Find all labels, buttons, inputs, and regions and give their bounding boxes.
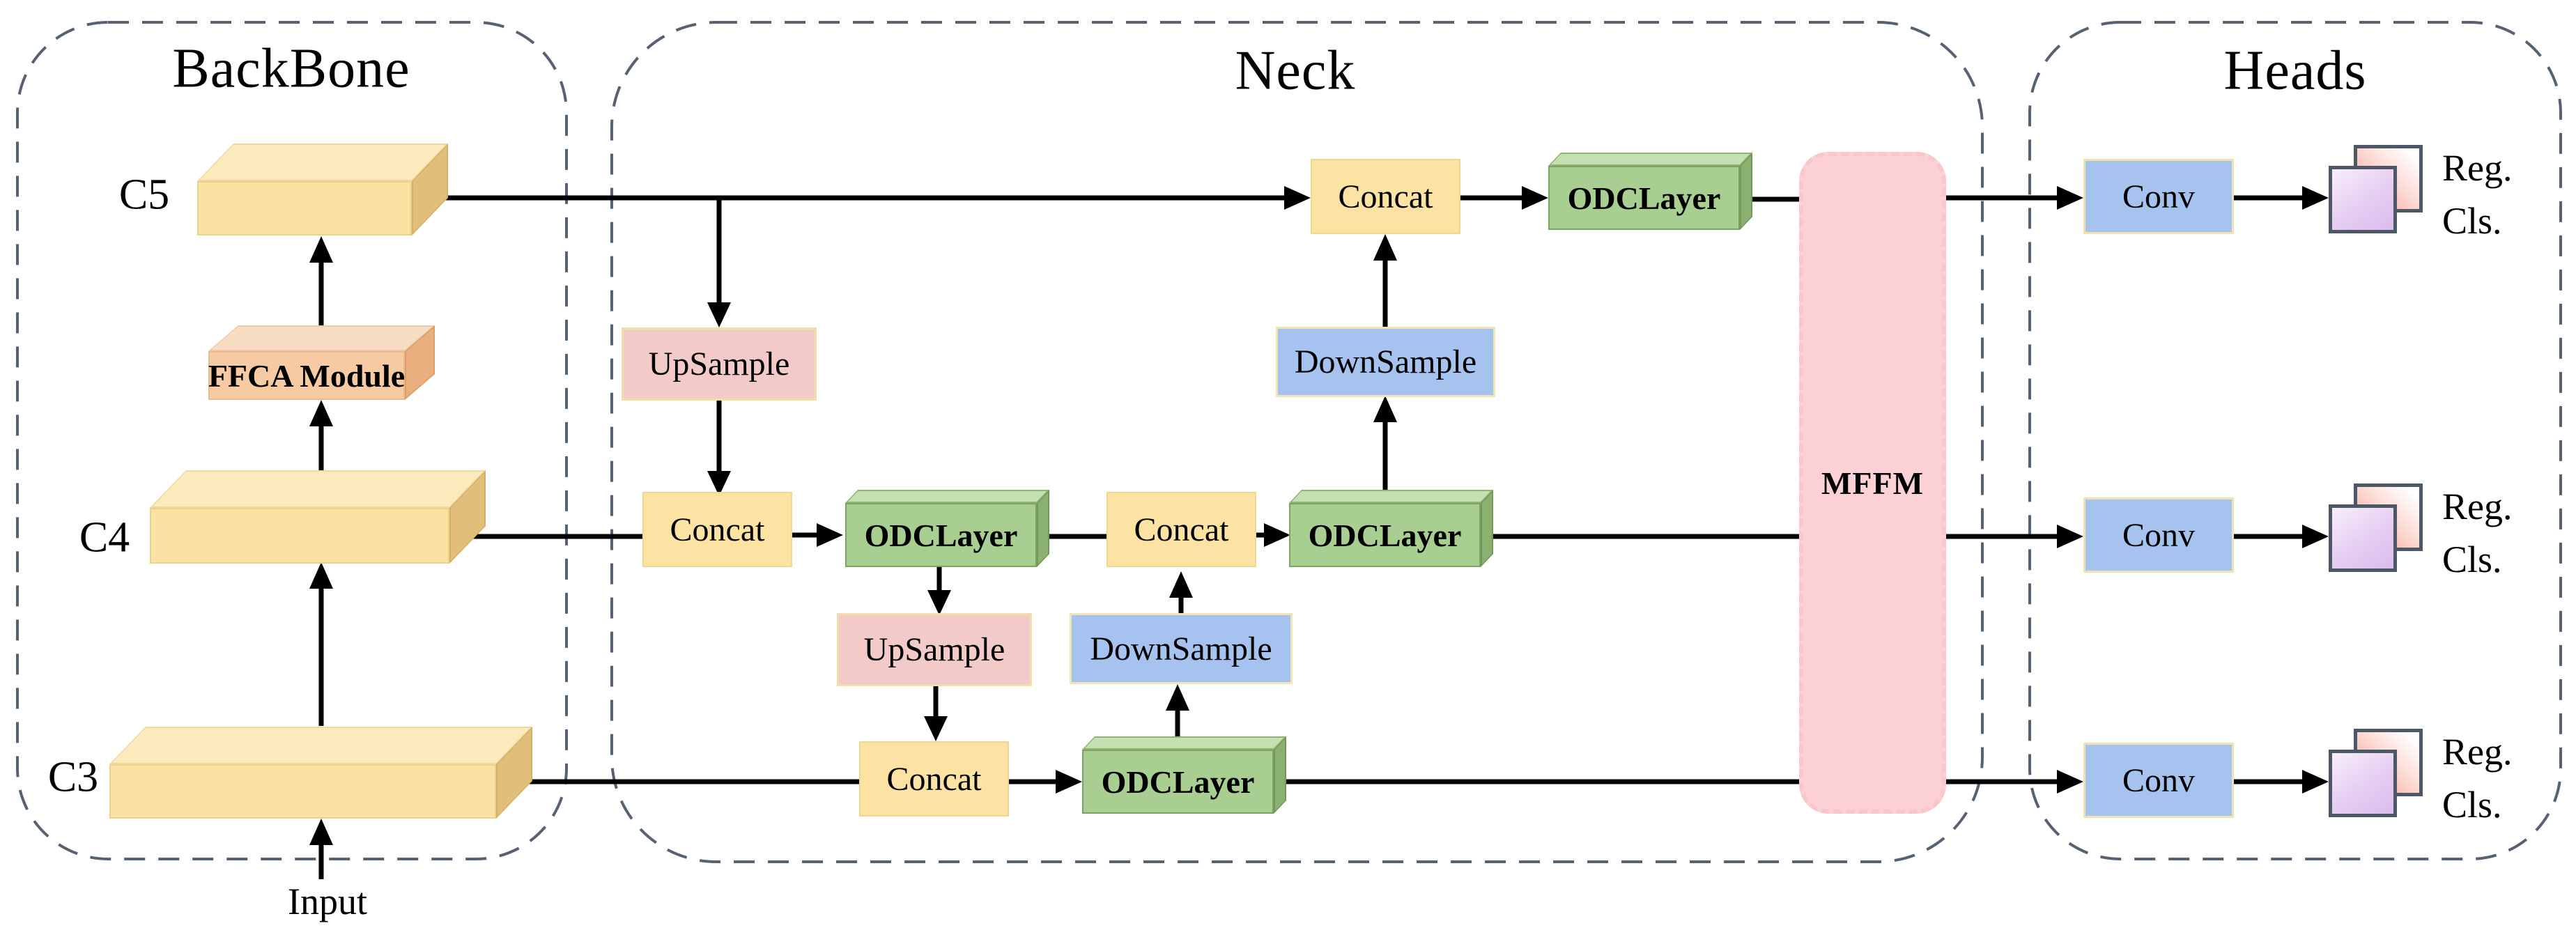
odclayer-c3-top-face [1082, 736, 1287, 750]
odclayer-top-top-face [1548, 153, 1753, 166]
c4-block-top-face [150, 470, 486, 508]
odclayer-c4-label: ODCLayer [864, 517, 1018, 553]
odclayer-mid-top-face [1289, 490, 1494, 503]
concat-c3-label: Concat [886, 760, 982, 798]
neck-upsample-mid: UpSample [837, 613, 1032, 686]
arrowheads [309, 186, 2329, 845]
conv-row1-label: Conv [2122, 178, 2195, 215]
backbone-panel-border [16, 21, 568, 860]
c5-block-top-face [197, 144, 448, 181]
c4-block-front-face [150, 508, 449, 564]
odclayer-mid-side-face [1481, 490, 1493, 567]
connector-lines [318, 195, 2302, 879]
neck-concat-c3: Concat [859, 741, 1009, 817]
neck-concat-top: Concat [1311, 159, 1460, 234]
c4-label: C4 [79, 513, 130, 562]
odclayer-top-front-face: ODCLayer [1548, 166, 1740, 230]
mffm-block: MFFM [1799, 152, 1946, 814]
concat-c4-label: Concat [670, 511, 765, 548]
head-conv-row3: Conv [2083, 743, 2234, 818]
neck-upsample-top: UpSample [622, 327, 817, 401]
upsample-top-label: UpSample [648, 346, 790, 382]
odclayer-c4-front-face: ODCLayer [845, 503, 1037, 567]
c3-block-top-face [109, 727, 532, 764]
odclayer-top-label: ODCLayer [1567, 180, 1721, 216]
c3-block-front-face [109, 764, 496, 819]
downsample-top-label: DownSample [1294, 343, 1477, 380]
c3-feature-block [109, 726, 532, 819]
neck-concat-mid: Concat [1106, 492, 1256, 567]
odclayer-mid-label: ODCLayer [1308, 517, 1462, 553]
head-conv-row1: Conv [2083, 159, 2234, 234]
heads-panel-border [2028, 21, 2562, 860]
head-conv-row2: Conv [2083, 497, 2234, 573]
reg-label-row1: Reg. [2442, 147, 2513, 189]
odclayer-c3-label: ODCLayer [1101, 764, 1255, 800]
concat-top-label: Concat [1338, 178, 1433, 215]
odclayer-mid-front-face: ODCLayer [1289, 503, 1481, 567]
neck-concat-c4: Concat [642, 492, 792, 567]
reg-label-row3: Reg. [2442, 731, 2513, 773]
mffm-label: MFFM [1821, 465, 1925, 501]
cls-map-icon-row1 [2329, 166, 2397, 233]
ffca-module-block: FFCA Module [208, 325, 435, 400]
concat-mid-label: Concat [1134, 511, 1229, 548]
neck-odclayer-mid: ODCLayer [1289, 490, 1494, 567]
upsample-mid-label: UpSample [863, 631, 1005, 668]
c3-label: C3 [47, 753, 99, 801]
conv-row2-label: Conv [2122, 516, 2195, 554]
odclayer-c3-side-face [1274, 736, 1286, 814]
c5-label: C5 [118, 171, 170, 219]
cls-label-row1: Cls. [2442, 200, 2502, 242]
neck-odclayer-c3: ODCLayer [1082, 736, 1287, 814]
conv-row3-label: Conv [2122, 761, 2195, 799]
ffca-block-top-face [208, 325, 435, 351]
heads-title: Heads [2223, 40, 2367, 102]
neck-title: Neck [1235, 40, 1356, 102]
cls-map-icon-row2 [2329, 504, 2397, 572]
c4-feature-block [150, 470, 486, 564]
c5-feature-block [197, 143, 448, 235]
cls-map-icon-row3 [2329, 750, 2397, 817]
neck-downsample-mid: DownSample [1070, 613, 1293, 684]
neck-panel-border [610, 21, 1984, 863]
backbone-title: BackBone [172, 38, 410, 100]
ffca-module-label-face: FFCA Module [208, 351, 405, 400]
downsample-mid-label: DownSample [1090, 630, 1272, 667]
cls-label-row2: Cls. [2442, 539, 2502, 580]
neck-odclayer-c4: ODCLayer [845, 490, 1050, 567]
odclayer-c3-front-face: ODCLayer [1082, 750, 1274, 814]
neck-downsample-top: DownSample [1276, 327, 1495, 397]
odclayer-c4-top-face [845, 490, 1050, 503]
odclayer-c4-side-face [1037, 490, 1049, 567]
reg-label-row2: Reg. [2442, 486, 2513, 527]
input-label: Input [288, 881, 367, 922]
c5-block-front-face [197, 181, 412, 235]
ffca-module-label: FFCA Module [208, 357, 406, 394]
odclayer-top-side-face [1740, 153, 1752, 230]
cls-label-row3: Cls. [2442, 784, 2502, 826]
neck-odclayer-top: ODCLayer [1548, 153, 1753, 230]
